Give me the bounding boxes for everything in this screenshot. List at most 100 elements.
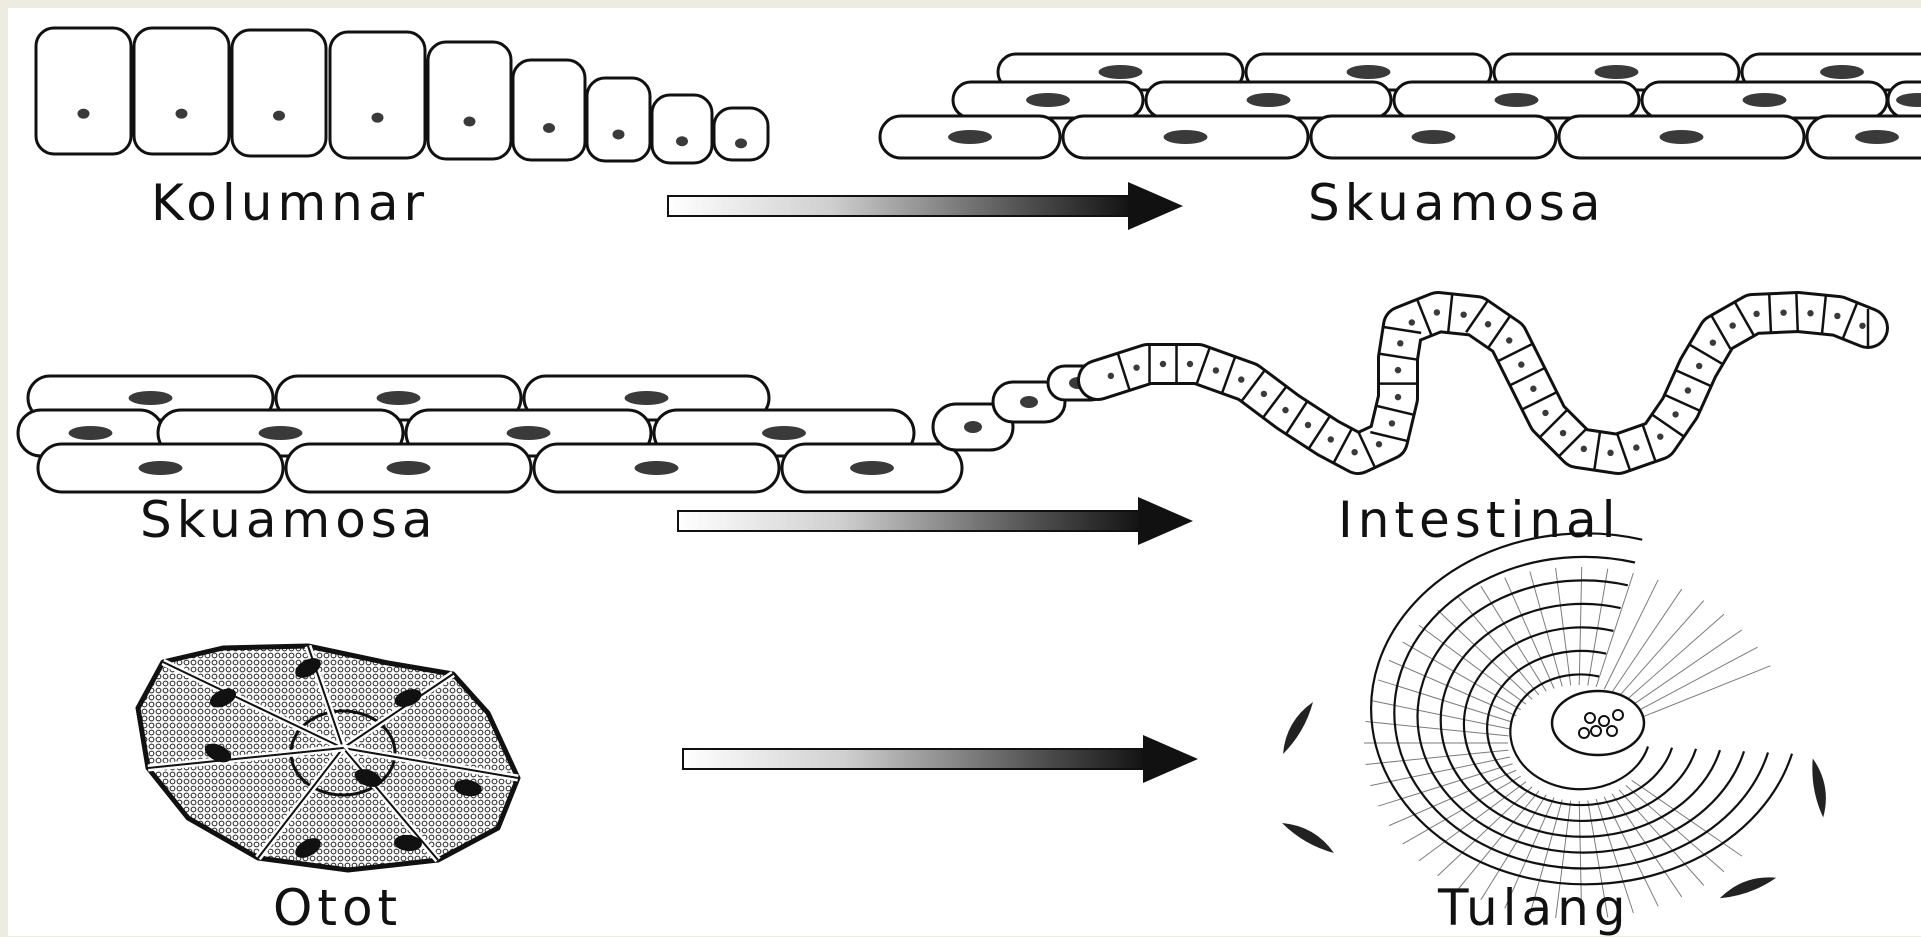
cell-nucleus xyxy=(69,426,113,440)
arrow-head xyxy=(1128,182,1183,230)
cell-nucleus xyxy=(1238,376,1244,382)
cell-nucleus xyxy=(735,138,747,148)
cell-nucleus xyxy=(635,461,679,475)
arrow-shaft xyxy=(668,196,1133,216)
squamous-epithelium-top xyxy=(880,54,1921,158)
bone-canaliculus xyxy=(1419,625,1526,704)
cell-nucleus xyxy=(613,129,625,139)
bone-canaliculus xyxy=(1619,601,1704,696)
haversian-canal xyxy=(1552,691,1644,755)
cell-nucleus xyxy=(1409,319,1415,325)
cell-nucleus xyxy=(1834,313,1840,319)
row2-to-label: Intestinal xyxy=(1338,495,1621,545)
cell-nucleus xyxy=(1672,411,1678,417)
columnar-epithelium xyxy=(36,28,768,163)
bone-canaliculus xyxy=(1604,580,1658,689)
cell-nucleus xyxy=(1328,436,1334,442)
cell-nucleus xyxy=(1460,311,1466,317)
bone-canaliculus xyxy=(1438,610,1532,699)
cell-nucleus xyxy=(1820,65,1864,79)
columnar-cell xyxy=(428,42,511,159)
cell-nucleus xyxy=(1026,93,1070,107)
cell-nucleus xyxy=(78,109,90,119)
cell-nucleus xyxy=(1743,93,1787,107)
arrow-shaft xyxy=(678,511,1143,531)
cell-nucleus xyxy=(543,123,555,133)
cell-nucleus xyxy=(176,109,188,119)
cell-nucleus xyxy=(1261,391,1267,397)
bone-canaliculus xyxy=(1389,660,1516,715)
cell-nucleus xyxy=(1347,65,1391,79)
cell-nucleus xyxy=(1633,444,1639,450)
cell-nucleus xyxy=(387,461,431,475)
cell-nucleus xyxy=(762,426,806,440)
cell-nucleus xyxy=(948,130,992,144)
cell-nucleus xyxy=(1753,311,1759,317)
cell-nucleus xyxy=(1780,309,1786,315)
cell-nucleus xyxy=(1351,449,1357,455)
bone-canaliculus xyxy=(1458,597,1539,695)
cell-nucleus xyxy=(139,461,183,475)
bone-canaliculus xyxy=(1626,614,1724,700)
cell-nucleus xyxy=(1434,309,1440,315)
cell-nucleus xyxy=(1305,422,1311,428)
bone-canaliculus xyxy=(1366,750,1509,764)
columnar-cell xyxy=(232,30,326,156)
bone-canaliculus xyxy=(1505,578,1554,689)
cell-nucleus xyxy=(1518,361,1524,367)
cell-nucleus xyxy=(1581,446,1587,452)
cell-nucleus xyxy=(1485,321,1491,327)
columnar-cell xyxy=(652,95,712,163)
cell-nucleus xyxy=(850,461,894,475)
cell-nucleus xyxy=(1696,363,1702,369)
cell-nucleus xyxy=(1607,450,1613,456)
osteocyte xyxy=(1809,757,1830,818)
columnar-cell xyxy=(587,78,650,161)
columnar-cell xyxy=(513,60,585,160)
cell-nucleus xyxy=(1282,407,1288,413)
arrow-head xyxy=(1138,497,1193,545)
cell-nucleus xyxy=(625,391,669,405)
diagram-canvas: Kolumnar Skuamosa Skuamosa Intestinal Ot… xyxy=(8,8,1921,936)
bone-canaliculus xyxy=(1403,776,1521,844)
cell-nucleus xyxy=(1389,420,1395,426)
cell-nucleus xyxy=(1164,130,1208,144)
cell-nucleus xyxy=(377,391,421,405)
cell-nucleus xyxy=(1560,430,1566,436)
cell-nucleus xyxy=(964,421,982,433)
row3-to-label: Tulang xyxy=(1438,883,1631,933)
bone-canaliculus xyxy=(1389,770,1516,825)
metaplasia-diagram xyxy=(8,8,1921,936)
cell-nucleus xyxy=(1506,337,1512,343)
row3-from-label: Otot xyxy=(273,883,402,933)
row2-from-label: Skuamosa xyxy=(140,495,437,545)
cell-nucleus xyxy=(1660,130,1704,144)
cell-nucleus xyxy=(676,136,688,146)
bone-canaliculus xyxy=(1641,666,1770,718)
cell-nucleus xyxy=(1395,394,1401,400)
muscle-tissue xyxy=(138,646,518,870)
cell-nucleus xyxy=(1657,433,1663,439)
cell-nucleus xyxy=(1133,364,1139,370)
cell-nucleus xyxy=(1099,65,1143,79)
cell-nucleus xyxy=(1807,310,1813,316)
cell-nucleus xyxy=(1859,323,1865,329)
cell-nucleus xyxy=(273,111,285,121)
cell-nucleus xyxy=(507,426,551,440)
cell-nucleus xyxy=(1187,361,1193,367)
cell-nucleus xyxy=(1020,396,1038,408)
intestinal-epithelium xyxy=(1098,293,1868,470)
columnar-cell xyxy=(36,28,131,154)
cell-nucleus xyxy=(1495,93,1539,107)
cell-nucleus xyxy=(1729,322,1735,328)
osteocyte xyxy=(1280,817,1337,857)
cell-nucleus xyxy=(1595,65,1639,79)
osteocyte xyxy=(1717,871,1777,902)
cell-nucleus xyxy=(1376,441,1382,447)
cell-nucleus xyxy=(372,113,384,123)
bone-canaliculus xyxy=(1632,630,1742,706)
cell-nucleus xyxy=(1412,130,1456,144)
bone-canaliculus xyxy=(1619,790,1704,885)
bone-canaliculus xyxy=(1596,573,1633,687)
cell-nucleus xyxy=(1710,339,1716,345)
